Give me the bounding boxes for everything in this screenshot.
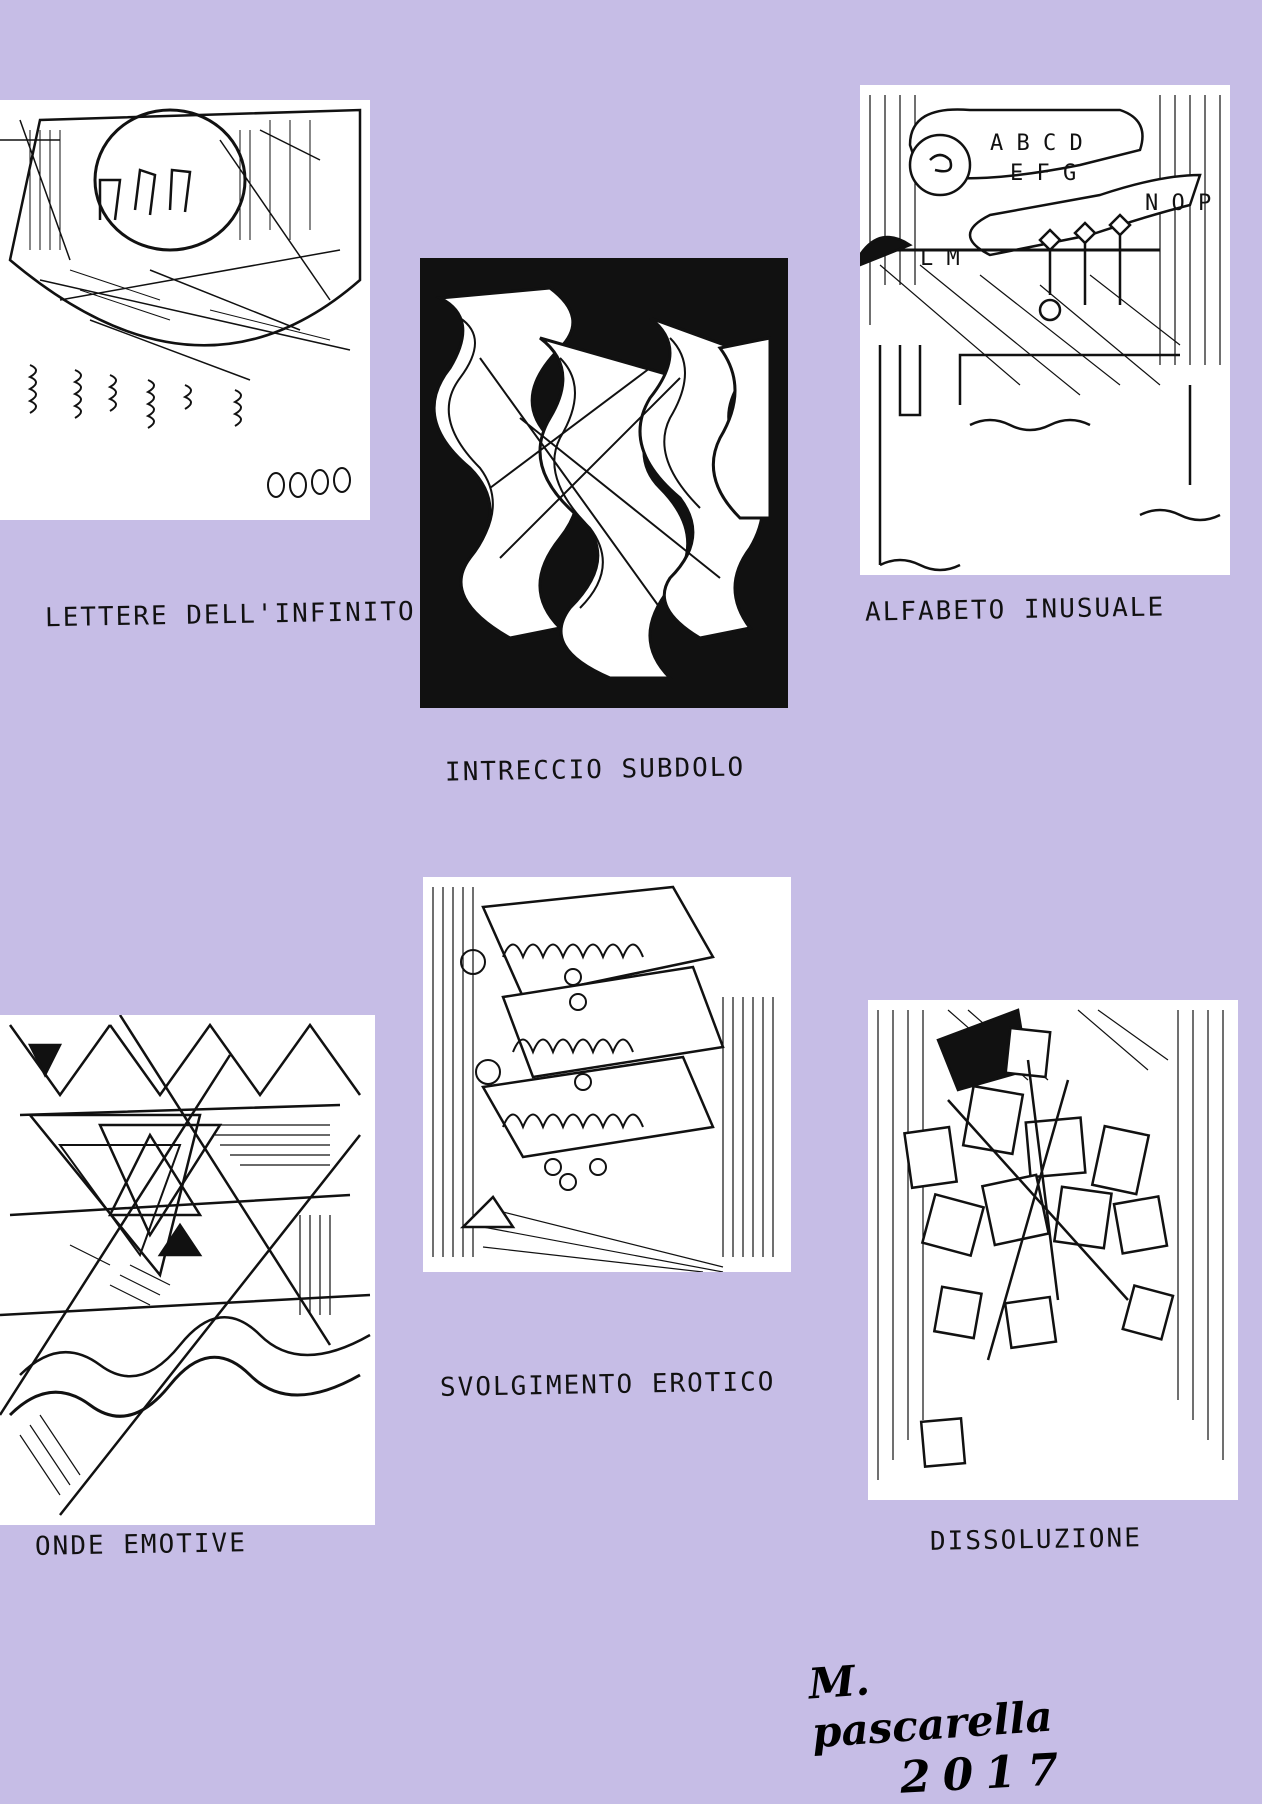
caption-svolgimento-erotico: SVOLGIMENTO EROTICO bbox=[439, 1367, 776, 1403]
caption-dissoluzione: DISSOLUZIONE bbox=[929, 1523, 1143, 1557]
alphabet-letters-row3: N O P bbox=[1145, 191, 1211, 216]
signature-year: 2017 bbox=[898, 1743, 1072, 1804]
caption-lettere-dell-infinito: LETTERE DELL'INFINITO bbox=[44, 596, 416, 634]
caption-alfabeto-inusuale: ALFABETO INUSUALE bbox=[864, 592, 1166, 628]
drawing-lettere-dell-infinito bbox=[0, 100, 370, 520]
drawing-onde-emotive bbox=[0, 1015, 375, 1525]
artist-signature: M. pascarella 2017 bbox=[807, 1650, 1080, 1803]
drawing-intreccio-subdolo bbox=[420, 258, 788, 708]
drawing-dissoluzione bbox=[868, 1000, 1238, 1500]
drawing-alfabeto-inusuale: A B C D E F G N O P L M bbox=[860, 85, 1230, 575]
signature-name: M. pascarella bbox=[806, 1655, 1055, 1758]
caption-onde-emotive: ONDE EMOTIVE bbox=[34, 1528, 248, 1562]
alphabet-letters-row1: A B C D bbox=[990, 131, 1083, 156]
caption-intreccio-subdolo: INTRECCIO SUBDOLO bbox=[444, 752, 746, 788]
alphabet-letters-row4: L M bbox=[920, 246, 960, 271]
alphabet-letters-row2: E F G bbox=[1010, 161, 1076, 186]
drawing-svolgimento-erotico bbox=[423, 877, 791, 1272]
